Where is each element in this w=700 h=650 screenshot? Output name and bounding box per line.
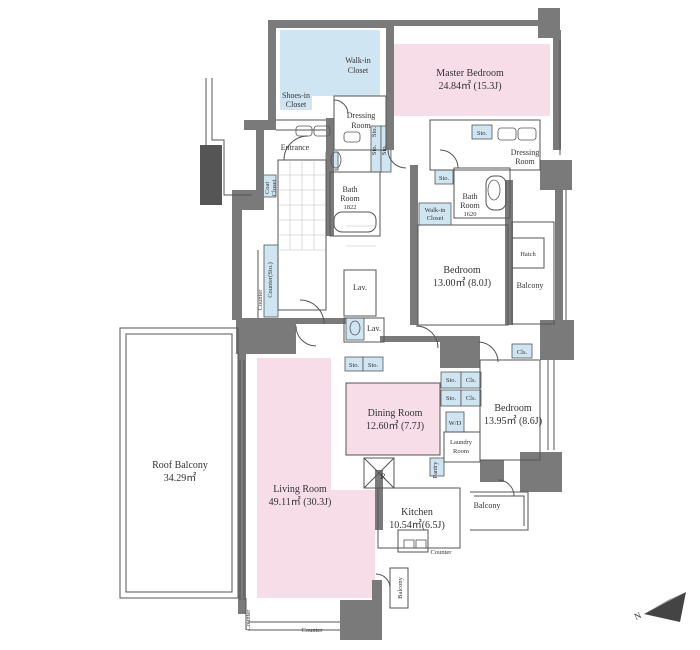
bath-room2-label-2: Room xyxy=(460,201,480,210)
counter-left-bottom-label: Counter xyxy=(245,609,252,631)
laundry-label-2: Room xyxy=(453,448,469,455)
shoes-closet-label-1: Shoes-in xyxy=(282,91,310,100)
counter-left-label: Counter xyxy=(257,289,264,311)
sto-label: Sto. xyxy=(371,144,378,155)
master-bedroom-label: Master Bedroom xyxy=(436,68,504,79)
cls1-label: Cls. xyxy=(517,349,528,356)
sto-label: Sto. xyxy=(446,395,457,402)
master-bedroom-fill xyxy=(388,44,550,116)
wd-label: W/D xyxy=(449,420,462,427)
cls2-label: Cls. xyxy=(466,377,477,384)
laundry-label-1: Laundry xyxy=(450,439,473,446)
kitchen-label: Kitchen xyxy=(401,507,433,518)
living-room-fill xyxy=(257,358,331,598)
kitchen-area: 10.54㎡(6.5J) xyxy=(389,519,445,531)
living-room-area: 49.11㎡ (30.3J) xyxy=(269,496,332,508)
roof-balcony-label: Roof Balcony xyxy=(152,460,208,471)
dressing-room2-label-2: Room xyxy=(515,157,535,166)
counter-kitchen-label: Counter xyxy=(431,549,453,556)
counter-sto-label: Counter(Sto.) xyxy=(267,262,274,298)
refrigerator-label: R xyxy=(380,472,386,481)
master-bedroom-area: 24.84㎡ (15.3J) xyxy=(438,80,501,92)
exterior-outline xyxy=(211,78,252,196)
sto-label: Sto. xyxy=(439,175,450,182)
walkin-closet-label-1: Walk-in xyxy=(345,56,371,65)
walkin-closet-label-2: Closet xyxy=(348,66,369,75)
entrance-tiles xyxy=(278,160,376,251)
bedroom2-label: Bedroom xyxy=(494,403,531,414)
living-room-fill-2 xyxy=(331,490,375,598)
sto-label: Sto. xyxy=(381,144,388,155)
exterior-wall-dark xyxy=(200,145,222,205)
sto-label: Sto. xyxy=(349,362,360,369)
bath-room1-code: 1822 xyxy=(344,204,357,211)
dining-room-fill xyxy=(346,383,440,455)
balcony-bottom-label: Balcony xyxy=(397,576,404,598)
storage-boxes xyxy=(261,124,533,477)
dressing-room1-label-2: Room xyxy=(351,121,371,130)
walkin-closet2-label-2: Closet xyxy=(427,215,444,222)
balcony-small-label: Balcony xyxy=(474,501,501,510)
sto-label: Sto. xyxy=(371,126,378,137)
dining-room-label: Dining Room xyxy=(368,408,423,419)
shoes-closet-fill xyxy=(280,80,312,110)
bedroom2-area: 13.95㎡ (8.6J) xyxy=(484,415,542,427)
coat-closet-label-2: Closet xyxy=(271,180,278,197)
roof-balcony-area: 34.29㎡ xyxy=(164,472,197,484)
compass: N xyxy=(633,584,687,630)
sto-label: Sto. xyxy=(477,130,488,137)
dressing-room2-label-1: Dressing xyxy=(511,148,539,157)
labels: Master Bedroom 24.84㎡ (15.3J) Walk-in Cl… xyxy=(152,56,543,634)
shoes-closet-label-2: Closet xyxy=(286,100,307,109)
bath-room2-label-1: Bath xyxy=(462,192,477,201)
bedroom1-area: 13.00㎡ (8.0J) xyxy=(433,277,491,289)
lav2-label: Lav. xyxy=(367,324,381,333)
dining-room-area: 12.60㎡ (7.7J) xyxy=(366,420,424,432)
bath-room1-label-2: Room xyxy=(340,194,360,203)
balcony-right-label: Balcony xyxy=(517,281,544,290)
fixtures xyxy=(295,125,537,549)
bedroom1-label: Bedroom xyxy=(443,265,480,276)
compass-needle xyxy=(644,592,686,622)
bath-room2-code: 1620 xyxy=(464,211,477,218)
compass-needle-light xyxy=(644,592,686,614)
cls3-label: Cls. xyxy=(466,395,477,402)
living-room-label: Living Room xyxy=(273,484,327,495)
walkin-closet2-label-1: Walk-in xyxy=(425,207,447,214)
compass-north-label: N xyxy=(633,610,644,622)
roof-balcony-outline xyxy=(119,327,239,599)
dressing-room1-label-1: Dressing xyxy=(347,111,375,120)
sto-label: Sto. xyxy=(446,377,457,384)
bath-room1-label-1: Bath xyxy=(342,185,357,194)
pantry-label: Pantry xyxy=(432,461,439,479)
sto-label: Sto. xyxy=(368,362,379,369)
interior-lines xyxy=(239,40,567,631)
entrance-label: Entrance xyxy=(281,143,310,152)
hatch-label: Hatch xyxy=(520,251,536,258)
lav1-label: Lav. xyxy=(353,283,367,292)
coat-closet-label-1: Coat xyxy=(264,182,271,194)
counter-bottom-label: Counter xyxy=(302,627,324,634)
